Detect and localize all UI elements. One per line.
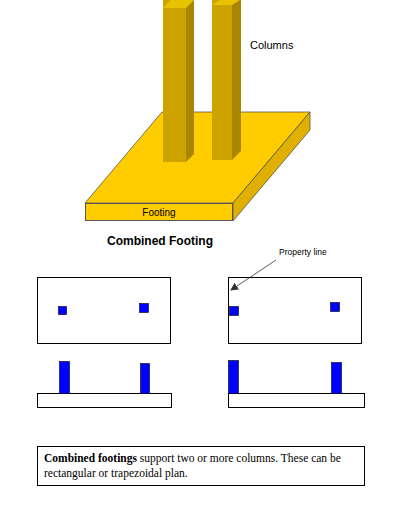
column-plan — [59, 307, 67, 315]
column-front — [163, 0, 186, 162]
column-elevation — [229, 361, 239, 394]
column-side — [186, 0, 194, 162]
column-plan — [140, 304, 149, 313]
diagram-title: Combined Footing — [60, 234, 260, 248]
plan-outline — [229, 278, 362, 344]
column-elevation — [141, 364, 150, 394]
footing-face: Footing — [85, 203, 233, 221]
plan-outline — [38, 278, 171, 344]
column-side — [232, 0, 241, 160]
caption-box: Combined footingssupport two or more col… — [37, 446, 365, 486]
footing-label: Footing — [142, 207, 175, 218]
column-plan — [331, 303, 340, 312]
column-top — [163, 0, 194, 8]
columns-label: Columns — [249, 39, 294, 51]
column-elevation — [60, 362, 70, 394]
footing-elevation — [38, 394, 172, 408]
property-line-label: Property line — [278, 247, 328, 257]
footing-elevation — [229, 394, 365, 408]
caption-heading: Combined footings — [44, 452, 137, 464]
column-elevation — [332, 363, 342, 394]
footing-side — [233, 112, 310, 221]
column-front — [212, 0, 232, 160]
leader-line — [231, 260, 276, 290]
column-top — [212, 0, 240, 5]
column-plan — [230, 307, 239, 316]
